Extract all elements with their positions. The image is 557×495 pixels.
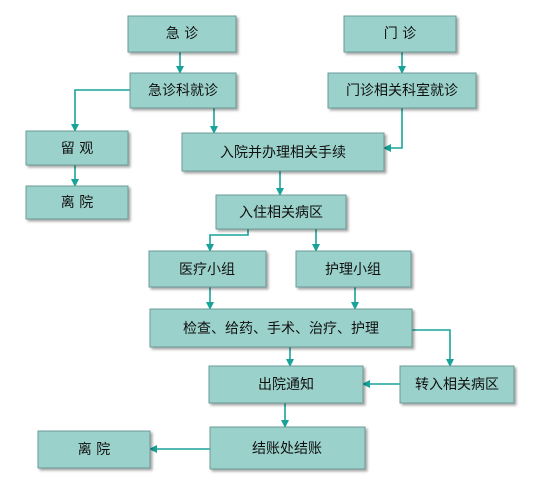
node-outpatient-dept-visit: 门诊相关科室就诊: [327, 72, 477, 109]
node-label: 检查、给药、手术、治疗、护理: [183, 321, 379, 337]
node-label: 留 观: [61, 141, 93, 157]
node-label: 入住相关病区: [239, 205, 323, 221]
node-ward-admission: 入住相关病区: [215, 194, 347, 230]
node-transfer-ward: 转入相关病区: [399, 365, 515, 404]
node-outpatient: 门 诊: [343, 15, 457, 53]
node-label: 门诊相关科室就诊: [346, 82, 458, 99]
arrow-treatment-to-transfer: [412, 329, 454, 367]
node-medical-team: 医疗小组: [148, 250, 267, 288]
node-label: 入院并办理相关手续: [220, 144, 346, 161]
node-treatment: 检查、给药、手术、治疗、护理: [149, 308, 413, 348]
node-label: 急诊科就诊: [148, 83, 218, 99]
node-label: 离 院: [61, 194, 93, 211]
node-discharge-notice: 出院通知: [208, 365, 364, 404]
node-emergency-dept-visit: 急诊科就诊: [129, 72, 237, 109]
node-label: 结账处结账: [252, 441, 322, 457]
node-leave-2: 离 院: [37, 430, 151, 469]
node-leave-1: 离 院: [25, 185, 129, 220]
node-label: 离 院: [78, 441, 110, 458]
node-label: 护理小组: [325, 262, 381, 278]
node-admission-procedures: 入院并办理相关手续: [181, 132, 385, 172]
arrow-ward-to-medical-team: [206, 229, 249, 252]
node-observation: 留 观: [25, 130, 129, 166]
node-emergency: 急 诊: [127, 15, 237, 53]
node-label: 转入相关病区: [415, 377, 499, 393]
arrow-emergency-dept-to-observation: [71, 89, 130, 132]
node-nursing-team: 护理小组: [295, 250, 412, 288]
node-label: 医疗小组: [179, 262, 235, 278]
node-label: 出院通知: [258, 376, 314, 393]
node-label: 急 诊: [166, 26, 198, 42]
arrow-outpatient-dept-to-admission: [383, 108, 403, 152]
node-label: 门 诊: [384, 26, 416, 42]
node-settlement: 结账处结账: [209, 426, 366, 470]
